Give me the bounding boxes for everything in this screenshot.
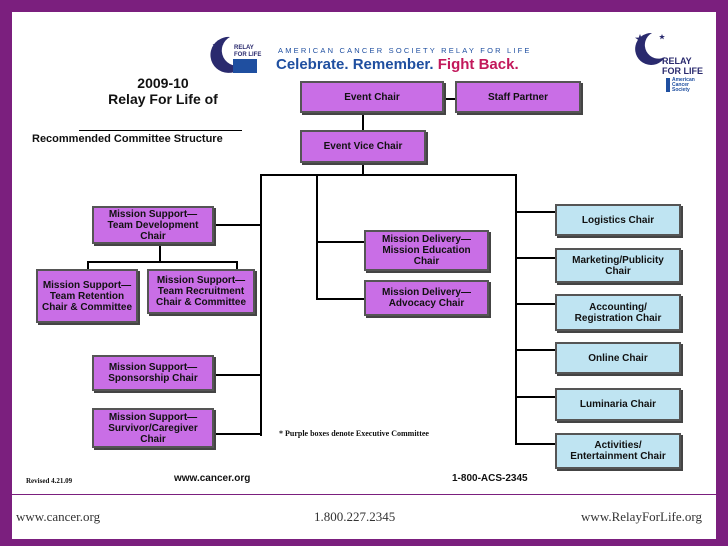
tagline-celebrate: Celebrate. [276, 56, 349, 73]
team-retention-box: Mission Support—Team Retention Chair & C… [36, 269, 138, 323]
survivor-caregiver-box: Mission Support—Survivor/Caregiver Chair [92, 408, 214, 448]
relay-moon-logo-icon [210, 36, 244, 73]
connector-center-spine [316, 174, 318, 299]
event-chair-box: Event Chair [300, 81, 444, 113]
event-vice-chair-box: Event Vice Chair [300, 130, 426, 163]
connector-marketing [515, 257, 555, 259]
marketing-box: Marketing/Publicity Chair [555, 248, 681, 283]
logistics-box: Logistics Chair [555, 204, 681, 236]
corner-logo-relay: RELAY [662, 56, 692, 66]
connector-team-dev [214, 224, 261, 226]
connector-advocacy [316, 298, 364, 300]
corner-acs-text: American Cancer Society [672, 78, 695, 93]
corner-logo-for-life: FOR LIFE [662, 66, 703, 76]
acs-line-3: Society [672, 87, 690, 93]
connector-online [515, 349, 555, 351]
accounting-box: Accounting/ Registration Chair [555, 294, 681, 331]
connector-accounting [515, 303, 555, 305]
connector-team-dev-down [159, 243, 161, 262]
connector-main-bus [260, 174, 517, 176]
acs-line-1: American [672, 77, 695, 83]
tagline: Celebrate. Remember. Fight Back. [276, 56, 519, 73]
connector-activities [515, 443, 555, 445]
title-underline [79, 130, 242, 131]
chart-website: www.cancer.org [174, 473, 251, 484]
footer-left-link[interactable]: www.cancer.org [16, 509, 101, 524]
connector-event-vice [362, 111, 364, 130]
connector-survivor [214, 433, 261, 435]
chart-event-title: Relay For Life of [108, 91, 218, 107]
connector-education [316, 241, 364, 243]
slide-content: RELAY FOR LIFE AMERICAN CANCER SOCIETY R… [12, 12, 716, 494]
revised-date: Revised 4.21.09 [26, 477, 73, 485]
footer-phone: 1.800.227.2345 [314, 509, 396, 524]
sponsorship-box: Mission Support—Sponsorship Chair [92, 355, 214, 391]
mission-education-box: Mission Delivery—Mission Education Chair [364, 230, 489, 271]
footer-right-link[interactable]: www.RelayForLife.org [581, 509, 702, 524]
header-logo-relay: RELAY [234, 45, 254, 51]
luminaria-box: Luminaria Chair [555, 388, 681, 421]
chart-phone: 1-800-ACS-2345 [452, 473, 528, 484]
relay-corner-logo-icon [635, 32, 665, 65]
connector-left-spine [260, 174, 262, 436]
connector-sponsorship [214, 374, 261, 376]
tagline-remember: Remember. [352, 56, 434, 73]
tagline-fight-back: Fight Back. [437, 56, 519, 73]
advocacy-box: Mission Delivery—Advocacy Chair [364, 280, 489, 316]
chart-subtitle: Recommended Committee Structure [32, 133, 223, 145]
connector-retention [87, 261, 89, 270]
corner-acs-badge-icon [666, 78, 670, 92]
connector-vice-bus [362, 162, 364, 175]
chart-year: 2009-10 [137, 75, 189, 91]
connector-luminaria [515, 396, 555, 398]
acs-line-2: Cancer [672, 82, 689, 88]
connector-team-sub-bus [87, 261, 237, 263]
acs-badge-icon [233, 59, 257, 73]
staff-partner-box: Staff Partner [455, 81, 581, 113]
connector-right-spine [515, 174, 517, 444]
activities-box: Activities/ Entertainment Chair [555, 433, 681, 469]
header-logo-for-life: FOR LIFE [234, 52, 262, 58]
slide-footer: www.cancer.org 1.800.227.2345 www.RelayF… [12, 494, 716, 539]
team-recruitment-box: Mission Support—Team Recruitment Chair &… [147, 269, 255, 314]
executive-note: * Purple boxes denote Executive Committe… [279, 429, 429, 438]
acs-banner-text: AMERICAN CANCER SOCIETY RELAY FOR LIFE [278, 46, 532, 55]
online-box: Online Chair [555, 342, 681, 374]
team-development-box: Mission Support—Team Development Chair [92, 206, 214, 244]
connector-recruitment [236, 261, 238, 270]
connector-event-staff [445, 98, 455, 100]
connector-logistics [515, 211, 555, 213]
